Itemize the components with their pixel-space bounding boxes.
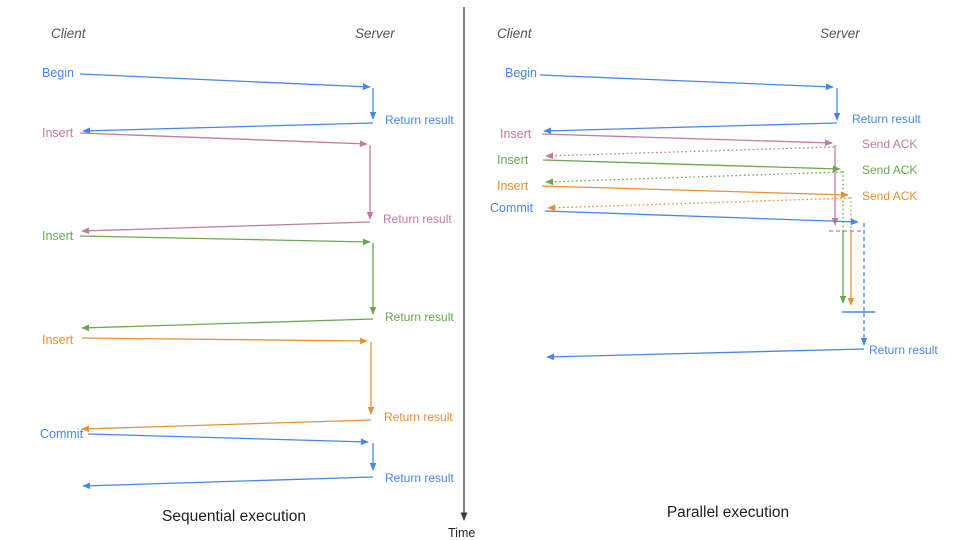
par-insert1-ack-label: Send ACK: [862, 137, 917, 151]
par-insert2-label: Insert: [497, 153, 529, 167]
par-begin-request-arrow: [539, 74, 834, 91]
par-insert2-ack-label: Send ACK: [862, 163, 917, 177]
par-insert2-ack-arrow: [545, 171, 843, 186]
seq-insert1-return-label: Return result: [383, 212, 452, 226]
seq-op-insert2: Insert Return result: [42, 229, 454, 332]
par-final-return-label: Return result: [869, 343, 938, 357]
sequential-caption: Sequential execution: [162, 508, 306, 525]
seq-begin-request-arrow: [79, 73, 371, 91]
time-axis: Time: [448, 7, 475, 540]
seq-commit-label: Commit: [40, 427, 84, 441]
seq-op-insert3: Insert Return result: [42, 333, 453, 433]
seq-op-commit: Commit Return result: [40, 427, 454, 490]
seq-insert3-return-arrow: [81, 419, 372, 433]
seq-op-begin: Begin Return result: [42, 66, 454, 135]
seq-insert2-return-arrow: [81, 318, 374, 332]
seq-commit-request-arrow: [87, 433, 369, 446]
par-insert3-ack-arrow: [547, 197, 851, 212]
par-insert3-ack-label: Send ACK: [862, 189, 917, 203]
sequential-client-header: Client: [51, 26, 87, 41]
par-op-insert1: Insert Send ACK: [500, 127, 917, 232]
time-axis-label: Time: [448, 526, 475, 540]
seq-begin-return-label: Return result: [385, 113, 454, 127]
seq-insert1-return-arrow: [81, 221, 371, 235]
sequential-panel: Client Server Begin Return result Insert…: [40, 26, 454, 525]
par-commit-request-arrow: [544, 210, 859, 226]
par-insert3-label: Insert: [497, 179, 529, 193]
parallel-caption: Parallel execution: [667, 504, 789, 521]
seq-insert1-label: Insert: [42, 126, 74, 140]
parallel-client-header: Client: [497, 26, 533, 41]
par-op-commit: Commit Return result: [490, 201, 938, 361]
seq-commit-return-arrow: [82, 476, 374, 490]
par-begin-return-arrow: [543, 122, 838, 135]
par-insert1-request-arrow: [541, 133, 833, 147]
seq-insert1-request-arrow: [79, 132, 368, 148]
sequential-server-header: Server: [355, 26, 395, 41]
par-op-begin: Begin Return result: [505, 66, 921, 135]
seq-begin-return-arrow: [82, 122, 374, 135]
par-commit-label: Commit: [490, 201, 534, 215]
par-insert2-request-arrow: [542, 159, 841, 173]
par-begin-label: Begin: [505, 66, 537, 80]
par-begin-return-label: Return result: [852, 112, 921, 126]
seq-op-insert1: Insert Return result: [42, 126, 452, 235]
parallel-server-header: Server: [820, 26, 860, 41]
seq-commit-return-label: Return result: [385, 471, 454, 485]
parallel-panel: Client Server Begin Return result Insert…: [490, 26, 938, 521]
par-final-return-arrow: [546, 348, 865, 361]
seq-insert2-label: Insert: [42, 229, 74, 243]
par-insert1-label: Insert: [500, 127, 532, 141]
par-op-insert3: Insert Send ACK: [497, 179, 917, 306]
seq-insert2-return-label: Return result: [385, 310, 454, 324]
seq-insert3-request-arrow: [81, 337, 368, 345]
seq-insert2-request-arrow: [79, 235, 371, 246]
par-insert3-request-arrow: [541, 185, 849, 199]
par-op-insert2: Insert Send ACK: [497, 153, 917, 304]
seq-insert3-return-label: Return result: [384, 410, 453, 424]
seq-insert3-label: Insert: [42, 333, 74, 347]
seq-begin-label: Begin: [42, 66, 74, 80]
par-insert1-ack-arrow: [545, 146, 835, 160]
